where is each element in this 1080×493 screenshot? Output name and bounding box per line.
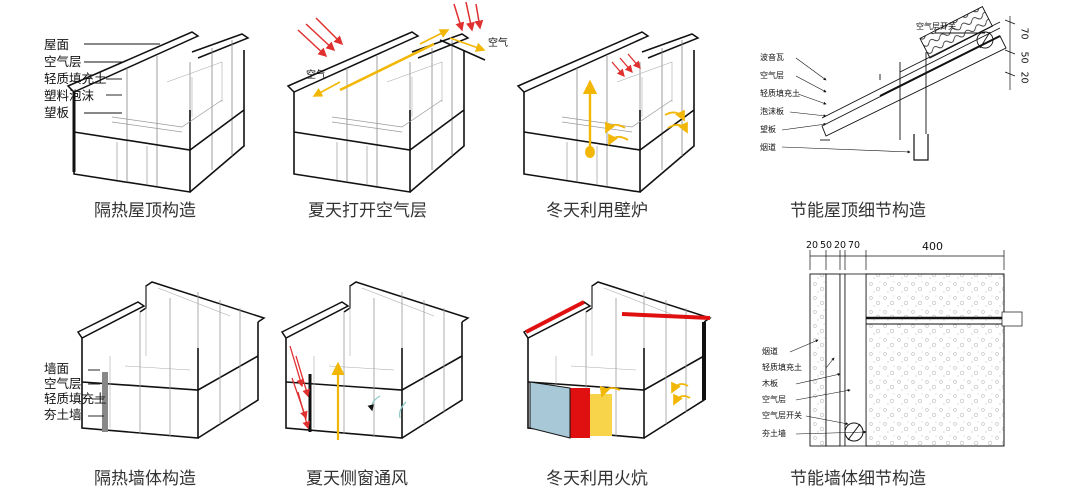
wall-layer-label-3: 夯土墙 — [44, 407, 82, 422]
wall-detail-layer-5: 夯土墙 — [762, 429, 786, 438]
house-roof-insulation — [67, 31, 249, 193]
roof-detail-dim-1: 50 — [1018, 51, 1030, 64]
house-summer-window — [281, 281, 469, 439]
summer-roof-arrows — [297, 1, 486, 97]
wall-detail-dim-4: 400 — [922, 240, 943, 253]
roof-detail-switch-label: 空气层开关 — [916, 22, 956, 31]
wall-detail-layer-0: 烟道 — [762, 347, 778, 356]
wall-layer-label-1: 空气层 — [44, 376, 82, 391]
wall-detail-dim-3: 70 — [848, 240, 861, 251]
caption-summer-roof-air: 夏天打开空气层 — [308, 201, 427, 221]
roof-layer-label-0: 屋面 — [44, 37, 70, 52]
roof-layer-label-2: 轻质填充土 — [44, 71, 107, 86]
house-wall-insulation — [77, 281, 265, 439]
fireplace-heat-flow — [582, 53, 688, 158]
roof-detail-layer-1: 空气层 — [760, 71, 784, 80]
wall-detail-layer-2: 木板 — [762, 379, 778, 388]
wall-detail-layer-4: 空气层开关 — [762, 411, 802, 420]
wall-layer-label-0: 墙面 — [44, 361, 70, 376]
wall-detail-layer-3: 空气层 — [762, 395, 786, 404]
roof-detail-layer-3: 泡沫板 — [760, 107, 784, 116]
wall-layer-leaders — [88, 369, 104, 417]
wall-detail-dim-0: 20 — [806, 240, 819, 251]
roof-detail-dim-0: 70 — [1018, 27, 1030, 40]
roof-layer-label-4: 望板 — [44, 105, 70, 120]
wall-detail-dim-1: 50 — [820, 240, 833, 251]
roof-detail-layer-4: 望板 — [760, 125, 776, 134]
caption-roof-insulation: 隔热屋顶构造 — [94, 201, 196, 221]
caption-roof-detail: 节能屋顶细节构造 — [790, 201, 926, 221]
wall-detail-dim-2: 20 — [834, 240, 847, 251]
roof-detail-layer-5: 烟道 — [760, 143, 776, 152]
caption-summer-window: 夏天侧窗通风 — [306, 469, 408, 489]
wall-detail-leaders — [789, 339, 867, 435]
roof-detail-layer-2: 轻质填充土 — [760, 89, 800, 98]
house-winter-kang — [523, 281, 711, 439]
house-summer-roof-air — [287, 31, 469, 193]
air-label-left: 空气 — [306, 70, 326, 81]
caption-winter-fireplace: 冬天利用壁炉 — [546, 201, 648, 221]
roof-detail-dim-2: 20 — [1018, 71, 1030, 84]
summer-window-arrows — [289, 345, 407, 440]
kang-heat-flow — [599, 381, 691, 406]
air-label-top: 空气 — [488, 38, 508, 49]
roof-detail-leaders — [781, 57, 911, 154]
roof-layer-label-3: 塑料泡沫 — [44, 88, 95, 103]
wall-layer-label-2: 轻质填充土 — [44, 391, 107, 406]
roof-detail-drawing — [820, 6, 1016, 161]
caption-wall-insulation: 隔热墙体构造 — [94, 469, 196, 489]
caption-wall-detail: 节能墙体细节构造 — [790, 469, 926, 489]
roof-layer-leaders — [84, 43, 160, 114]
wall-detail-drawing — [809, 250, 1023, 447]
roof-detail-layer-0: 波音瓦 — [760, 53, 784, 62]
wall-detail-layer-1: 轻质填充土 — [762, 363, 802, 372]
roof-layer-label-1: 空气层 — [44, 54, 82, 69]
caption-winter-kang: 冬天利用火炕 — [546, 469, 648, 489]
